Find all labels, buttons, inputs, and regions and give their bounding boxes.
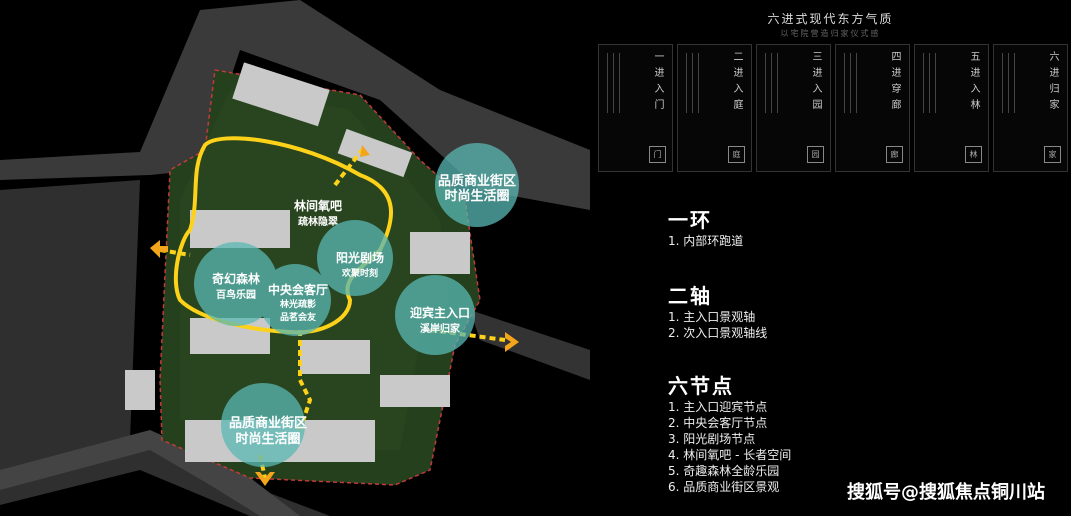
site-plan-map: 林间氧吧 疏林隐翠 奇幻森林 百鸟乐园 阳光剧场 欢聚时刻 中央会客厅 林光疏影…	[0, 0, 590, 516]
node-circle-theatre	[317, 220, 393, 296]
building-7	[380, 375, 450, 407]
section-nodes-title: 六节点	[668, 374, 734, 398]
panel-text-lines	[923, 53, 963, 133]
label-commercial-bottom-sub: 时尚生活圈	[235, 431, 300, 447]
section-ring-list: 1. 内部环跑道	[668, 233, 743, 249]
six-stages-strip: 一进入门 门 二进入庭 庭 三进入园 园 四进穿廊 廊 五进入林 林 六进归家 …	[598, 44, 1068, 172]
list-item: 3. 阳光剧场节点	[668, 432, 756, 446]
list-item: 2. 中央会客厅节点	[668, 416, 768, 430]
panel-text-lines	[765, 53, 805, 133]
road-right	[470, 310, 590, 380]
label-theatre: 阳光剧场	[336, 250, 384, 265]
site-lawn	[180, 90, 450, 450]
node-circles	[194, 143, 519, 467]
label-forest: 奇幻森林	[212, 271, 260, 286]
section-ring-title: 一环	[668, 208, 712, 232]
seal-icon: 林	[965, 146, 982, 163]
section-axis: 二轴 1. 主入口景观轴 2. 次入口景观轴线	[668, 280, 767, 341]
label-loop-sub: 疏林隐翠	[298, 215, 338, 228]
list-item: 1. 主入口景观轴	[668, 310, 756, 324]
stage-panel-2: 二进入庭 庭	[677, 44, 752, 172]
seal-icon: 庭	[728, 146, 745, 163]
seal-icon: 园	[807, 146, 824, 163]
stage-panel-3: 三进入园 园	[756, 44, 831, 172]
section-axis-title: 二轴	[668, 284, 712, 308]
stage-title: 六进归家	[1047, 51, 1058, 115]
node-circle-forest	[194, 242, 278, 326]
label-forest-sub: 百鸟乐园	[216, 288, 256, 301]
list-item: 1. 主入口迎宾节点	[668, 400, 768, 414]
road-top	[0, 0, 590, 210]
chevron-up-icon	[360, 145, 370, 157]
label-entrance: 迎宾主入口	[410, 305, 470, 320]
label-commercial-bottom: 品质商业街区	[229, 415, 307, 431]
node-circle-commercial-bottom	[221, 383, 305, 467]
seal-icon: 家	[1044, 146, 1061, 163]
chevron-down-icon	[255, 472, 275, 486]
building-9	[125, 370, 155, 410]
secondary-axis-north	[333, 148, 364, 187]
seal-icon: 廊	[886, 146, 903, 163]
info-panel: 六进式现代东方气质 以宅院营造归家仪式感 一进入门 门 二进入庭 庭 三进入园 …	[590, 0, 1071, 516]
node-circle-commercial-top	[435, 143, 519, 227]
road-bottom	[0, 430, 300, 516]
panel-text-lines	[1002, 53, 1042, 133]
building-4	[410, 232, 470, 274]
chevron-right-icon	[505, 332, 519, 352]
stage-title: 四进穿廊	[889, 51, 900, 115]
list-item: 1. 内部环跑道	[668, 234, 744, 248]
building-2	[337, 128, 413, 178]
loop-running-track	[173, 136, 393, 335]
stage-panel-4: 四进穿廊 廊	[835, 44, 910, 172]
label-theatre-sub: 欢聚时刻	[341, 267, 378, 279]
list-item: 4. 林间氧吧 - 长者空间	[668, 448, 792, 462]
secondary-axis-south	[298, 330, 313, 431]
stage-panel-6: 六进归家 家	[993, 44, 1068, 172]
list-item: 2. 次入口景观轴线	[668, 326, 768, 340]
buildings	[125, 62, 470, 462]
stage-title: 一进入门	[652, 51, 663, 115]
top-title: 六进式现代东方气质	[767, 12, 894, 26]
building-6	[300, 340, 370, 374]
panel-text-lines	[844, 53, 884, 133]
label-club: 中央会客厅	[268, 282, 328, 297]
list-item: 5. 奇趣森林全龄乐园	[668, 464, 780, 478]
top-subtitle: 以宅院营造归家仪式感	[780, 29, 881, 38]
section-nodes-list: 1. 主入口迎宾节点 2. 中央会客厅节点 3. 阳光剧场节点 4. 林间氧吧 …	[668, 399, 791, 495]
label-commercial-top-sub: 时尚生活圈	[444, 188, 509, 204]
label-commercial-top: 品质商业街区	[438, 173, 516, 189]
stage-title: 五进入林	[968, 51, 979, 115]
label-entrance-sub: 溪岸归家	[420, 322, 461, 335]
label-club-sub2: 品茗会友	[280, 311, 316, 323]
road-left	[0, 180, 330, 516]
building-1	[232, 62, 330, 127]
chevron-left-icon	[150, 240, 168, 258]
section-axis-list: 1. 主入口景观轴 2. 次入口景观轴线	[668, 309, 767, 341]
entrance-chevrons	[150, 145, 519, 486]
watermark: 搜狐号@搜狐焦点铜川站	[847, 482, 1045, 503]
panel-text-lines	[607, 53, 647, 133]
stage-title: 三进入园	[810, 51, 821, 115]
section-nodes: 六节点 1. 主入口迎宾节点 2. 中央会客厅节点 3. 阳光剧场节点 4. 林…	[668, 370, 791, 495]
list-item: 6. 品质商业街区景观	[668, 480, 780, 494]
section-ring: 一环 1. 内部环跑道	[668, 204, 743, 249]
panel-text-lines	[686, 53, 726, 133]
stage-panel-5: 五进入林 林	[914, 44, 989, 172]
stage-title: 二进入庭	[731, 51, 742, 115]
building-3	[190, 210, 290, 248]
stage-panel-1: 一进入门 门	[598, 44, 673, 172]
seal-icon: 门	[649, 146, 666, 163]
node-circle-entrance	[395, 275, 475, 355]
node-circle-club	[259, 264, 331, 336]
label-loop: 林间氧吧	[294, 198, 342, 213]
label-club-sub1: 林光疏影	[280, 298, 316, 310]
